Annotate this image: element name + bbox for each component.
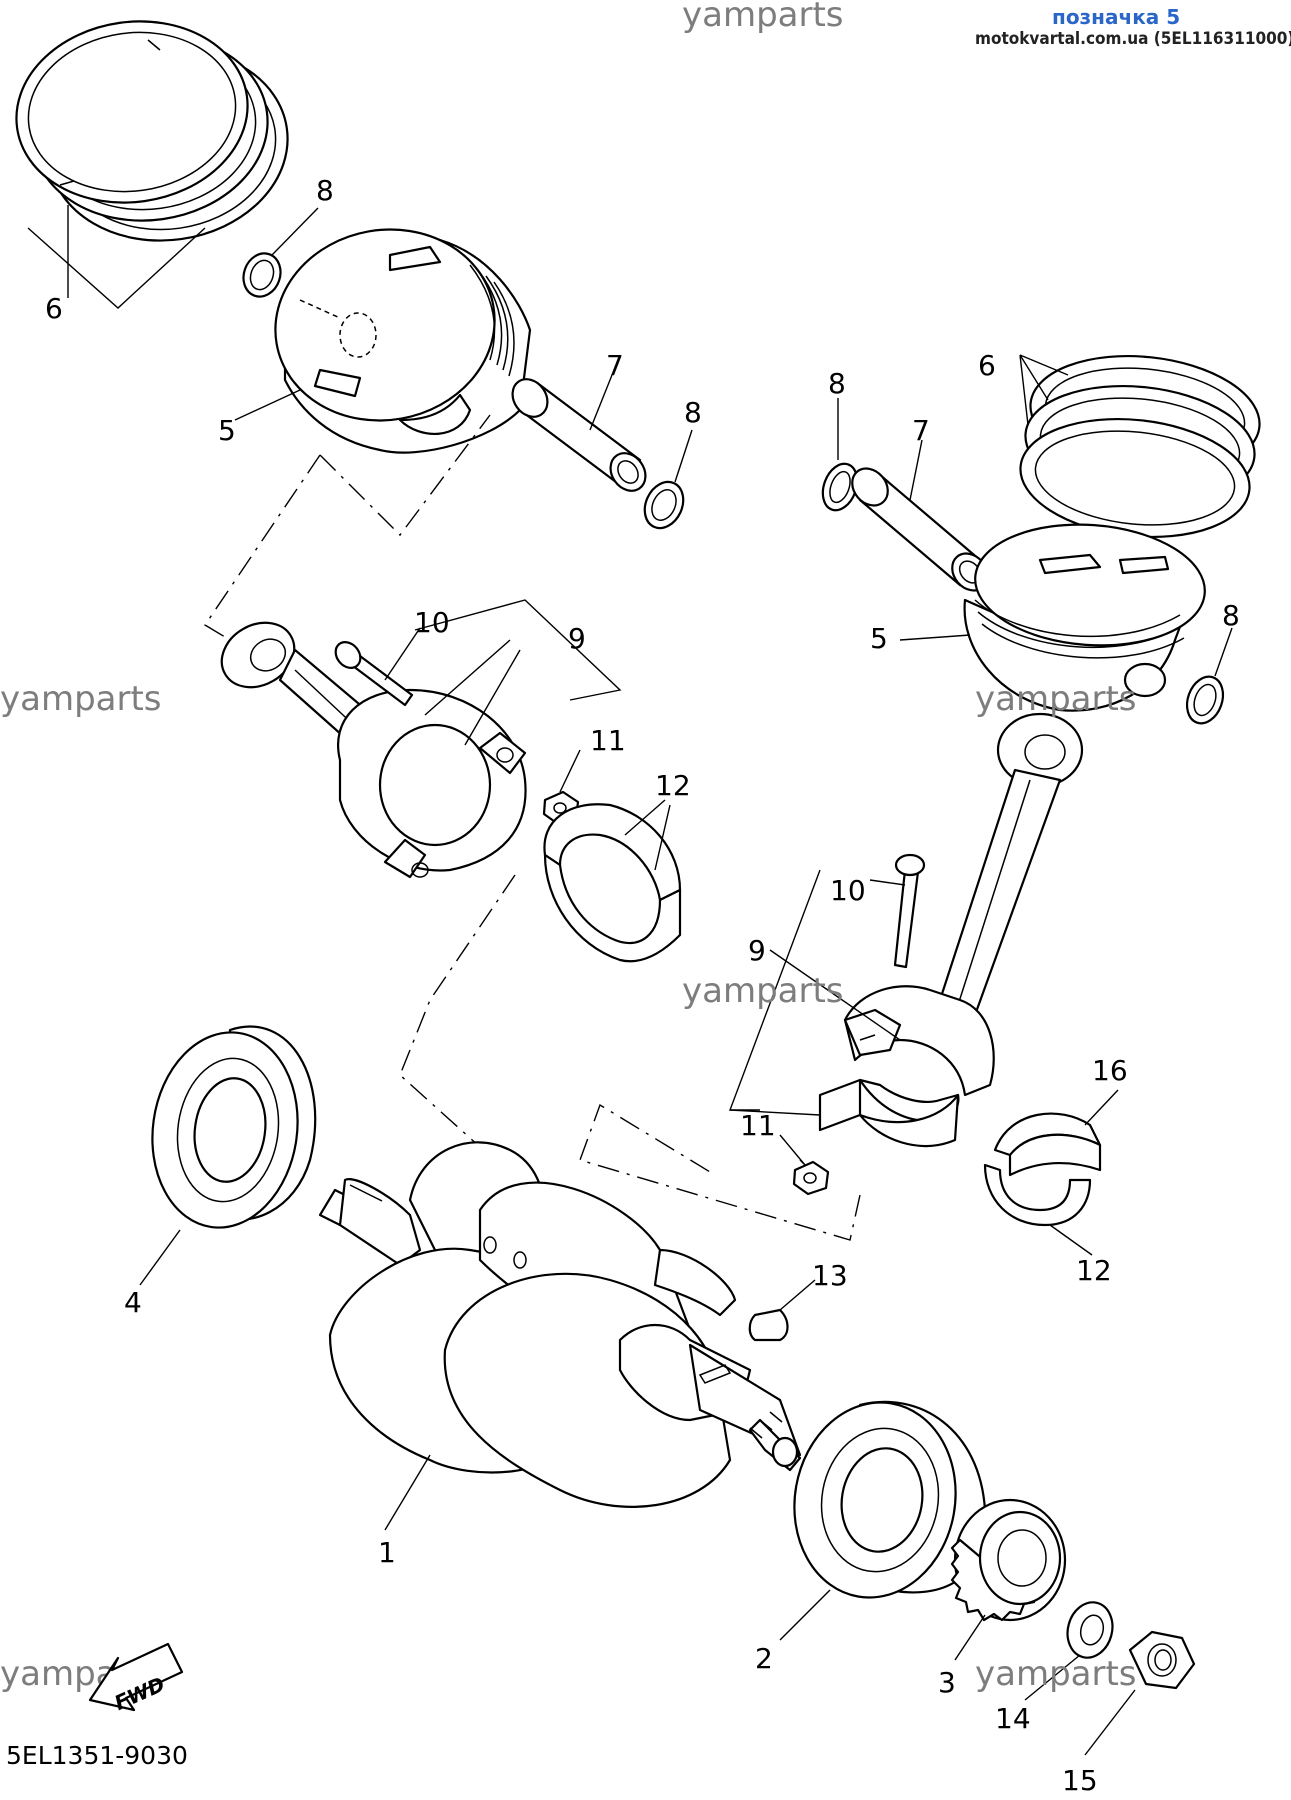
nut-right xyxy=(792,1160,830,1196)
watermark-right-mid: yamparts xyxy=(975,679,1137,719)
bolt-left xyxy=(334,641,414,707)
circlip-left-top xyxy=(242,252,282,298)
callout-14[interactable]: 14 xyxy=(995,1702,1031,1735)
bearing-shell-right-16 xyxy=(993,1112,1102,1177)
circlip-left-pin xyxy=(643,480,685,530)
piston-right xyxy=(963,523,1206,712)
callout-3[interactable]: 3 xyxy=(938,1666,956,1699)
wrist-pin-right xyxy=(851,467,989,592)
piston-rings-left xyxy=(15,20,289,242)
callout-1[interactable]: 1 xyxy=(378,1536,396,1569)
wrist-pin-left xyxy=(511,378,647,492)
bearing-shell-left xyxy=(543,803,682,963)
callout-2[interactable]: 2 xyxy=(755,1642,773,1675)
bearing-shell-right-12 xyxy=(983,1163,1092,1227)
callout-9-left[interactable]: 9 xyxy=(568,622,586,655)
callout-8-left-pin[interactable]: 8 xyxy=(684,396,702,429)
callout-15[interactable]: 15 xyxy=(1062,1764,1098,1797)
callout-10-right[interactable]: 10 xyxy=(830,874,866,907)
callout-8-right-top[interactable]: 8 xyxy=(828,367,846,400)
callout-5-left[interactable]: 5 xyxy=(218,414,236,447)
watermark-top: yamparts xyxy=(682,0,844,35)
callout-10-left[interactable]: 10 xyxy=(414,606,450,639)
crankshaft xyxy=(318,1141,802,1508)
watermark-center: yamparts xyxy=(682,971,844,1011)
diagram-code: 5EL1351-9030 xyxy=(6,1741,188,1770)
rod-cap-right xyxy=(818,1078,960,1148)
bearing-4 xyxy=(151,1025,317,1229)
callouts: 6 8 5 7 8 10 9 11 11 12 8 6 7 5 8 10 9 1… xyxy=(45,174,1240,1797)
connecting-rod-right xyxy=(843,712,1084,1097)
watermark-left-mid: yamparts xyxy=(0,679,162,719)
callout-16[interactable]: 16 xyxy=(1092,1054,1128,1087)
callout-12-right[interactable]: 12 xyxy=(1076,1254,1112,1287)
watermark-bottom-right: yamparts xyxy=(975,1654,1137,1694)
connecting-rod-left xyxy=(220,621,527,879)
callout-5-right[interactable]: 5 xyxy=(870,622,888,655)
callout-4[interactable]: 4 xyxy=(124,1286,142,1319)
callout-7-right[interactable]: 7 xyxy=(912,414,930,447)
circlip-right-left xyxy=(821,462,859,512)
callout-7-left[interactable]: 7 xyxy=(606,349,624,382)
callout-9-right[interactable]: 9 xyxy=(748,934,766,967)
bolt-right xyxy=(893,853,926,969)
callout-6-left[interactable]: 6 xyxy=(45,292,63,325)
callout-12-left[interactable]: 12 xyxy=(655,769,691,802)
piston-rings-right xyxy=(1019,354,1261,539)
callout-13[interactable]: 13 xyxy=(812,1259,848,1292)
circlip-right-piston xyxy=(1185,675,1225,725)
marker-link[interactable]: позначка 5 xyxy=(1052,5,1180,29)
callout-8-right-piston[interactable]: 8 xyxy=(1222,599,1240,632)
callout-11-left-bracket[interactable]: 11 xyxy=(590,724,626,757)
piston-left xyxy=(274,228,532,454)
site-label: motokvartal.com.ua (5EL116311000) xyxy=(975,29,1291,49)
callout-6-right[interactable]: 6 xyxy=(978,349,996,382)
sprocket xyxy=(950,1498,1067,1622)
woodruff-key xyxy=(748,1308,789,1342)
callout-11-right[interactable]: 11 xyxy=(740,1109,776,1142)
callout-8-left-top[interactable]: 8 xyxy=(316,174,334,207)
crank-nut xyxy=(1128,1630,1196,1690)
washer xyxy=(1066,1601,1114,1659)
